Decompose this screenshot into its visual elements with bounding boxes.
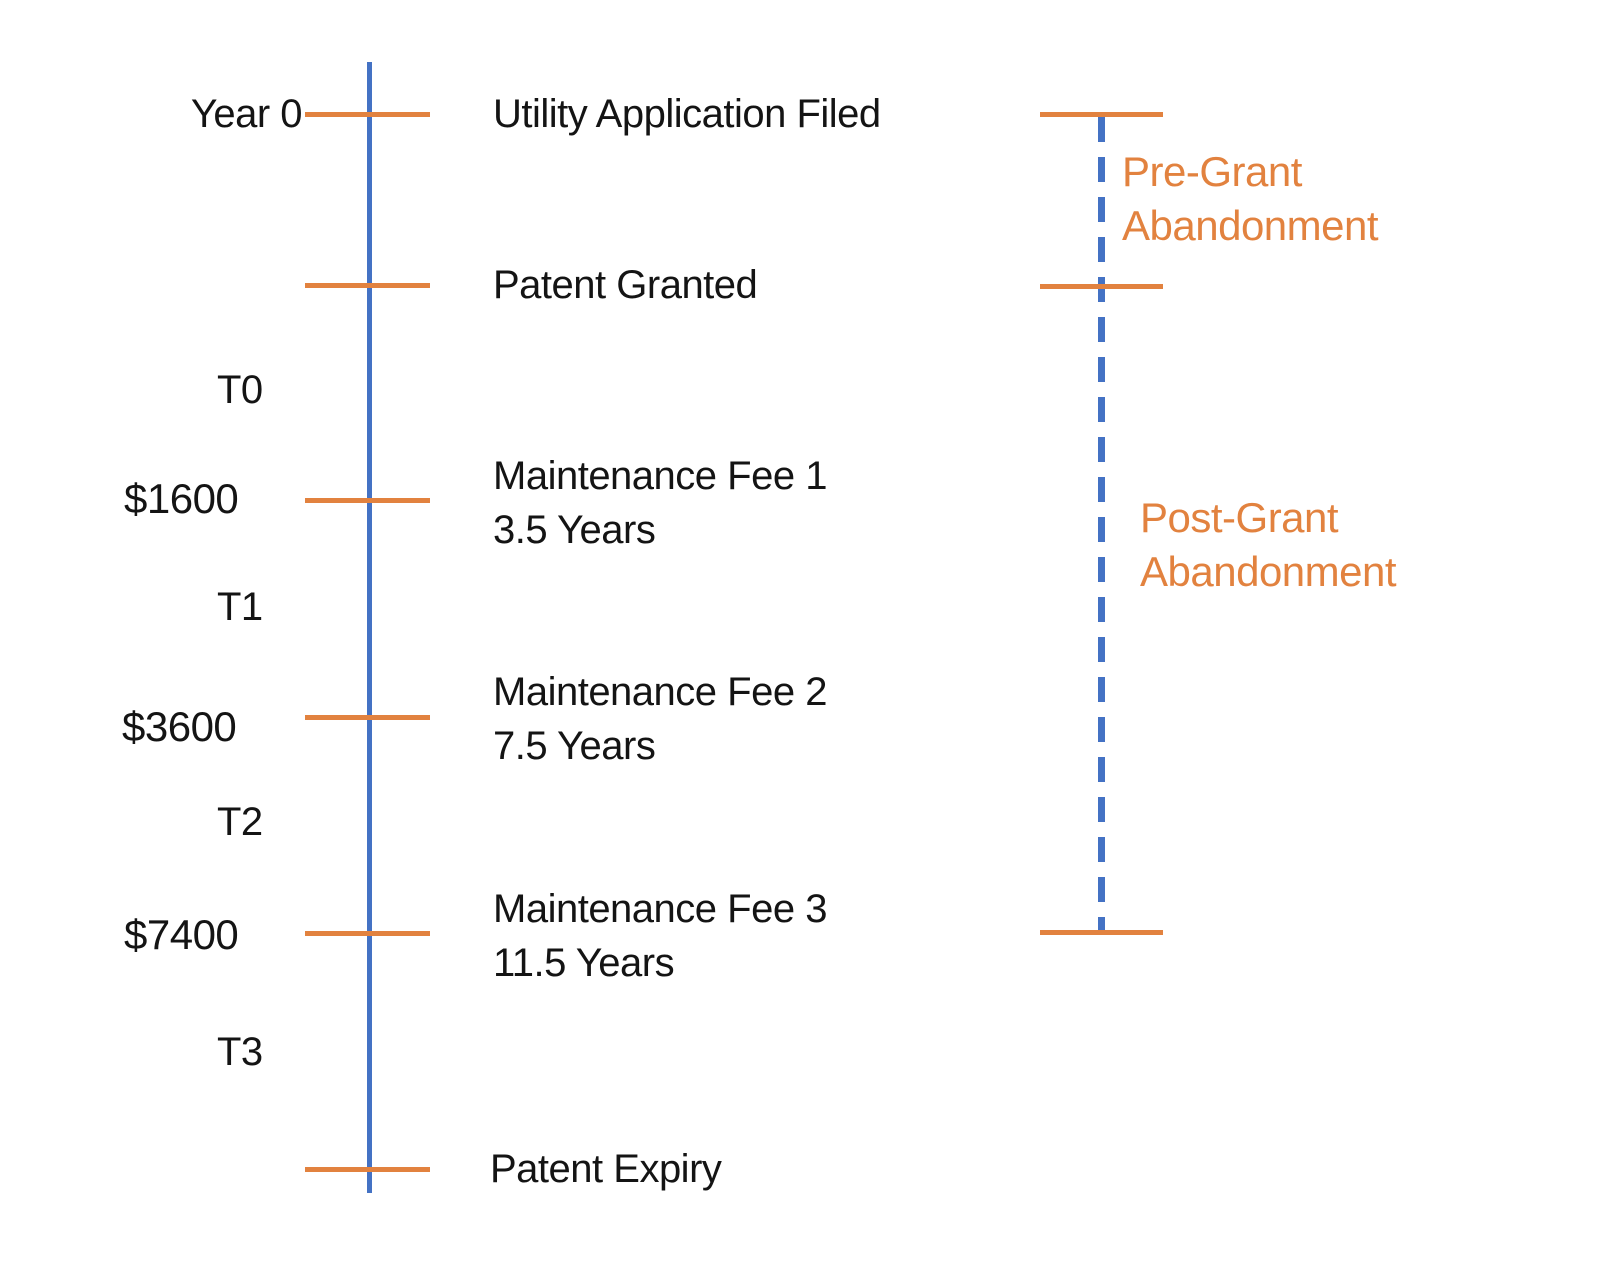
fee-amount-3: $7400 [124,911,239,958]
event-tick-application-filed [305,112,430,117]
fee-amount-1: $1600 [124,475,239,522]
interval-label-t0: T0 [217,368,263,412]
event-title: Maintenance Fee 2 [493,670,827,714]
event-title: Maintenance Fee 3 [493,887,827,931]
timeline-axis-line [367,62,372,1193]
event-subtitle: 7.5 Years [493,724,656,768]
abandonment-dashed-line [1098,117,1105,932]
event-label-patent-granted: Patent Granted [493,258,758,312]
event-label-patent-expiry: Patent Expiry [490,1142,722,1196]
post-grant-line2: Abandonment [1140,548,1397,595]
event-label-maintenance-fee-3: Maintenance Fee 3 11.5 Years [493,882,827,990]
event-subtitle: 11.5 Years [493,941,675,985]
year-zero-label: Year 0 [190,92,303,136]
interval-label-t2: T2 [217,800,263,844]
event-title: Patent Granted [493,263,758,307]
pre-grant-line1: Pre-Grant [1122,148,1302,195]
event-label-maintenance-fee-2: Maintenance Fee 2 7.5 Years [493,665,827,773]
event-subtitle: 3.5 Years [493,508,656,552]
event-tick-maintenance-fee-1 [305,498,430,503]
event-tick-patent-expiry [305,1167,430,1172]
event-title: Utility Application Filed [493,92,881,136]
event-tick-patent-granted [305,283,430,288]
event-label-maintenance-fee-1: Maintenance Fee 1 3.5 Years [493,449,827,557]
fee-amount-2: $3600 [122,703,237,750]
abandonment-tick-maintenance-fee-3 [1040,930,1163,935]
abandonment-tick-patent-granted [1040,284,1163,289]
abandonment-tick-application-filed [1040,112,1163,117]
post-grant-abandonment-label: Post-Grant Abandonment [1140,491,1397,599]
interval-label-t3: T3 [217,1030,263,1074]
interval-label-t1: T1 [217,585,263,629]
post-grant-line1: Post-Grant [1140,494,1339,541]
event-tick-maintenance-fee-2 [305,715,430,720]
event-title: Patent Expiry [490,1147,722,1191]
pre-grant-line2: Abandonment [1122,202,1379,249]
pre-grant-abandonment-label: Pre-Grant Abandonment [1122,145,1379,253]
event-title: Maintenance Fee 1 [493,454,827,498]
event-tick-maintenance-fee-3 [305,931,430,936]
event-label-application-filed: Utility Application Filed [493,87,881,141]
